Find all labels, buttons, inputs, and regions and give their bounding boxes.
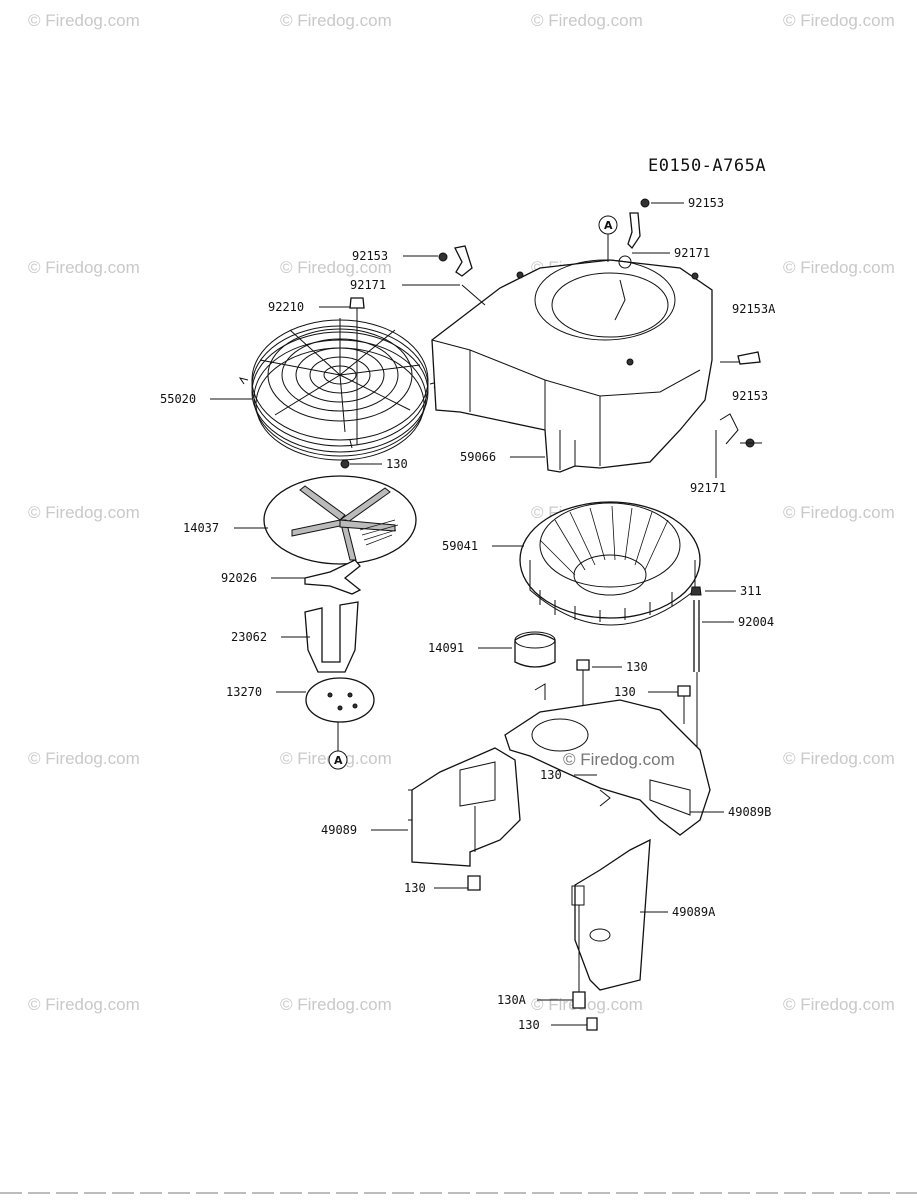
- part-label: 59041: [442, 539, 478, 553]
- spider-bracket-drawing: [304, 559, 362, 595]
- part-label: 92171: [350, 278, 386, 292]
- part-label: 92026: [221, 571, 257, 585]
- part-label: 130: [518, 1018, 540, 1032]
- part-label: 130: [626, 660, 648, 674]
- baffle-49089a-drawing: [571, 838, 651, 992]
- cup-14091-drawing: [514, 631, 556, 668]
- reference-marker-a-top: A: [598, 215, 618, 262]
- part-label: 130A: [497, 993, 527, 1007]
- bracket-23062-drawing: [304, 601, 359, 673]
- part-label: 55020: [160, 392, 196, 406]
- part-labels: 92153 92171 92153 92171 92210 92153A 550…: [160, 196, 776, 1032]
- part-label: 13270: [226, 685, 262, 699]
- part-label: 14091: [428, 641, 464, 655]
- watermark: © Firedog.com: [531, 11, 643, 30]
- part-label: 130: [614, 685, 636, 699]
- watermark: © Firedog.com: [783, 503, 895, 522]
- watermark: © Firedog.com: [531, 995, 643, 1014]
- watermark: © Firedog.com: [783, 11, 895, 30]
- plate-13270-drawing: [305, 677, 375, 723]
- part-label: 130: [540, 768, 562, 782]
- part-label: 92004: [738, 615, 774, 629]
- watermark: © Firedog.com: [28, 258, 140, 277]
- part-label: 23062: [231, 630, 267, 644]
- svg-text:A: A: [334, 754, 343, 767]
- part-label: 92153A: [732, 302, 776, 316]
- flywheel-drawing: [519, 501, 701, 626]
- part-label: 49089B: [728, 805, 771, 819]
- part-label: 14037: [183, 521, 219, 535]
- part-label: 92153: [352, 249, 388, 263]
- part-label: 49089A: [672, 905, 716, 919]
- part-label: 311: [740, 584, 762, 598]
- bottom-strip: [0, 1192, 917, 1194]
- reference-marker-a-bottom: A: [328, 722, 348, 770]
- part-label: 92153: [732, 389, 768, 403]
- watermark: © Firedog.com: [783, 995, 895, 1014]
- watermark: © Firedog.com: [783, 749, 895, 768]
- part-label: 92171: [674, 246, 710, 260]
- watermark: © Firedog.com: [280, 995, 392, 1014]
- watermark: © Firedog.com: [280, 11, 392, 30]
- baffle-49089b-drawing: [504, 683, 711, 836]
- diagram-code: E0150-A765A: [648, 156, 766, 176]
- brackets-top: [438, 198, 761, 448]
- part-label: 130: [386, 457, 408, 471]
- part-label: 92210: [268, 300, 304, 314]
- watermark: © Firedog.com: [28, 749, 140, 768]
- watermark: © Firedog.com: [28, 995, 140, 1014]
- blower-housing-drawing: [431, 255, 713, 473]
- part-label: 59066: [460, 450, 496, 464]
- part-label: 92171: [690, 481, 726, 495]
- fan-disc-drawing: [263, 459, 417, 565]
- part-label: 49089: [321, 823, 357, 837]
- fan-guard-drawing: [238, 318, 440, 461]
- bolt-92210: [349, 297, 365, 445]
- watermark: © Firedog.com: [280, 258, 392, 277]
- watermark: © Firedog.com: [783, 258, 895, 277]
- svg-text:A: A: [604, 219, 613, 232]
- center-watermark: © Firedog.com: [563, 750, 675, 769]
- part-label: 130: [404, 881, 426, 895]
- leader-lines: [210, 202, 762, 1026]
- watermark: © Firedog.com: [28, 503, 140, 522]
- watermark: © Firedog.com: [28, 11, 140, 30]
- part-label: 92153: [688, 196, 724, 210]
- baffle-49089-drawing: [408, 747, 521, 867]
